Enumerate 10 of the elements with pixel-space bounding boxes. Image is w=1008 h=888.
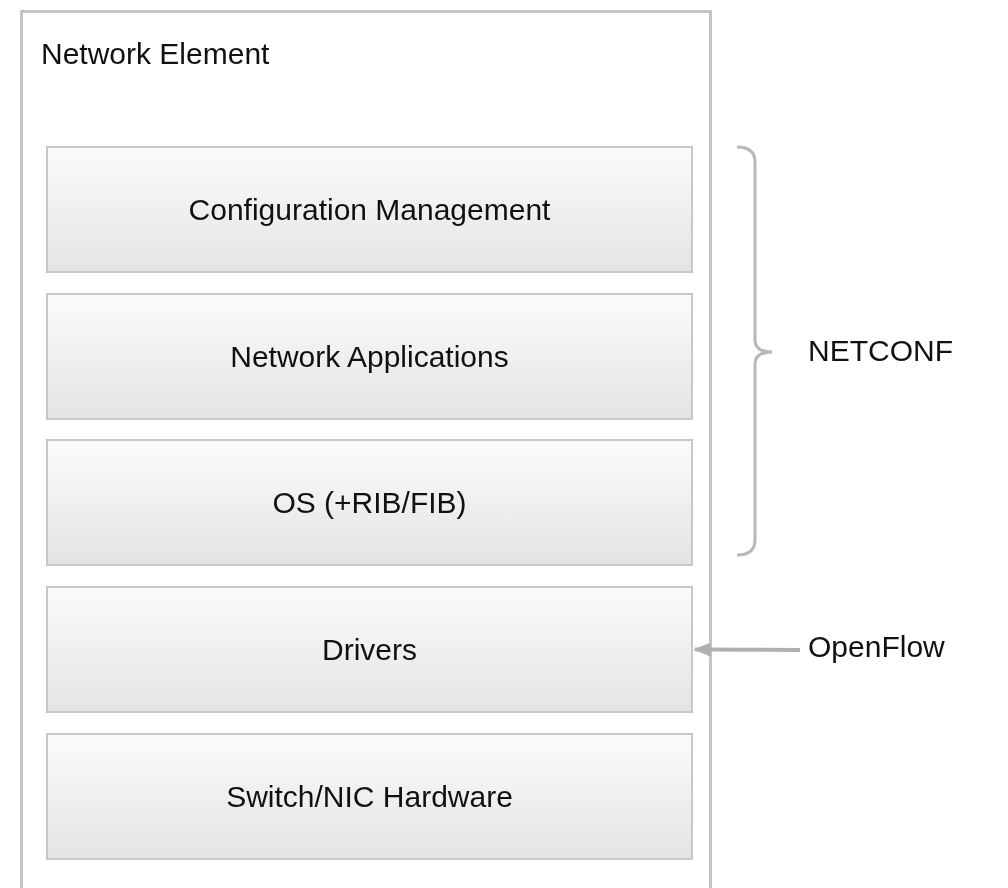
- protocol-label: NETCONF: [808, 334, 953, 368]
- layer-box: Network Applications: [46, 293, 693, 420]
- container-title: Network Element: [41, 37, 270, 71]
- arrow: [693, 642, 800, 657]
- layer-box: Configuration Management: [46, 146, 693, 273]
- container-box: [20, 10, 712, 888]
- layer-box: Drivers: [46, 586, 693, 713]
- layer-box: OS (+RIB/FIB): [46, 439, 693, 566]
- layer-box: Switch/NIC Hardware: [46, 733, 693, 860]
- protocol-label: OpenFlow: [808, 630, 945, 664]
